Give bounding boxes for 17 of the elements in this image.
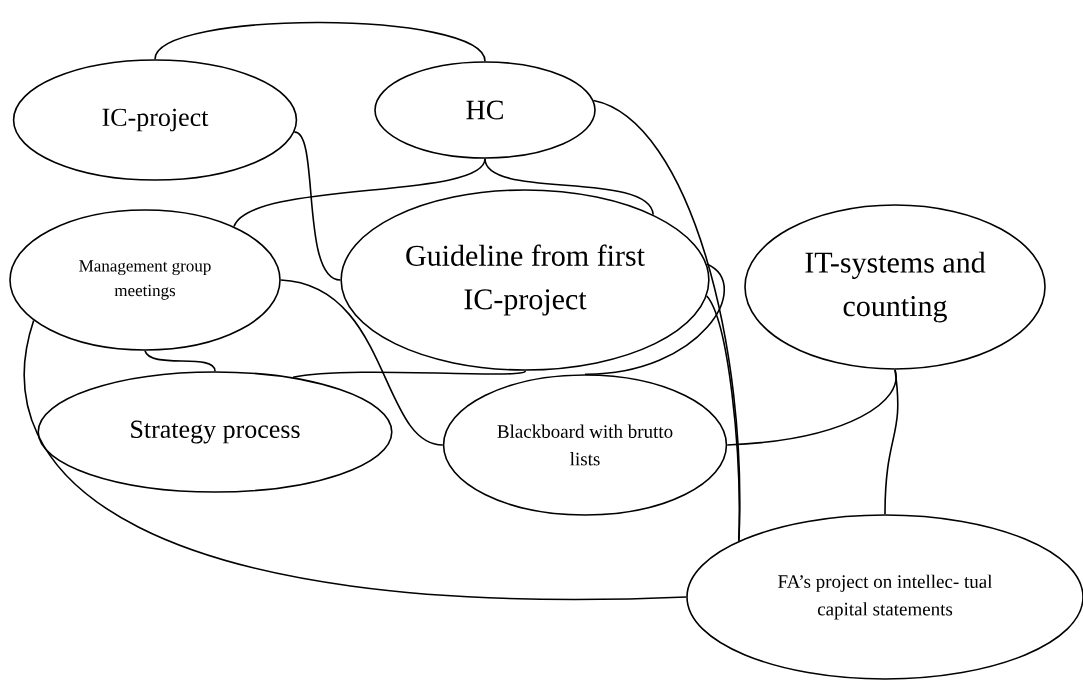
connector-line [280, 279, 444, 446]
ellipse-node: Management group meetings [9, 209, 281, 351]
ellipse-node: Strategy process [37, 371, 393, 493]
ellipse-node: Guideline from first IC-project [340, 189, 710, 371]
connector-line [233, 158, 486, 228]
connector-line [484, 158, 655, 216]
connector-line [293, 131, 342, 281]
connector-line [24, 319, 687, 601]
connector-line [706, 295, 741, 542]
ellipse-node: IT-systems and counting [744, 204, 1046, 370]
connector-line [584, 263, 726, 375]
ellipse-node: IC-project [12, 59, 298, 181]
ellipse-node: Blackboard with brutto lists [442, 374, 728, 516]
connector-line [154, 21, 486, 62]
ellipse-node: HC [374, 61, 596, 159]
connector-line [144, 350, 216, 372]
connector-line [884, 369, 899, 515]
